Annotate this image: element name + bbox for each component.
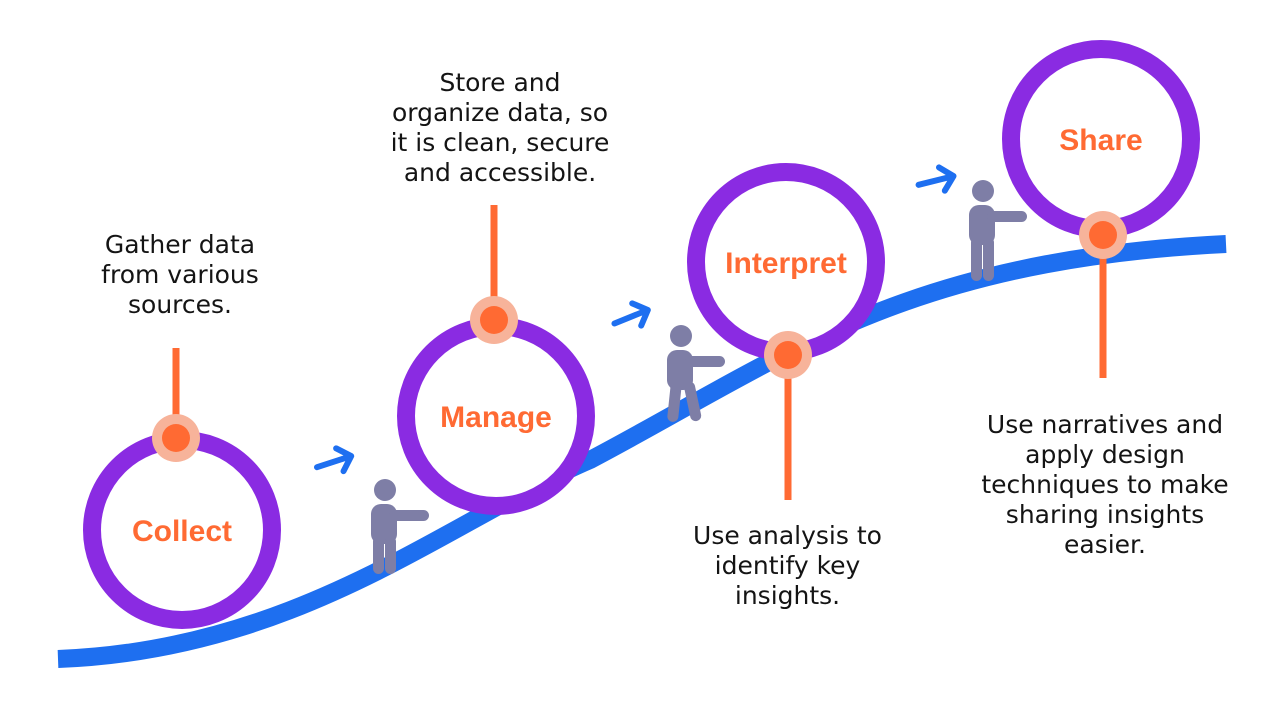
interpret-label: Interpret: [725, 247, 847, 280]
share-marker: [1079, 211, 1127, 259]
interpret-marker: [764, 331, 812, 379]
collect-marker: [152, 414, 200, 462]
manage-marker-dot: [480, 306, 508, 334]
stage-interpret: Interpret: [687, 163, 885, 361]
person-pointing-icon: [371, 479, 429, 574]
collect-marker-dot: [162, 424, 190, 452]
person-pointing-icon: [969, 180, 1027, 281]
share-description: Use narratives and apply design techniqu…: [981, 410, 1229, 559]
manage-label: Manage: [440, 401, 552, 434]
stage-share: Share: [1002, 40, 1200, 238]
collect-label: Collect: [132, 515, 232, 548]
arrow-right-icon: [313, 445, 355, 475]
collect-description: Gather data from various sources.: [101, 230, 259, 319]
share-marker-dot: [1089, 221, 1117, 249]
arrow-right-icon: [611, 300, 651, 329]
interpret-marker-dot: [774, 341, 802, 369]
stage-manage: Manage: [397, 317, 595, 515]
share-label: Share: [1059, 124, 1142, 157]
person-pointing-icon: [667, 325, 725, 422]
interpret-description: Use analysis to identify key insights.: [693, 521, 882, 610]
stage-collect: Collect: [83, 431, 281, 629]
arrow-right-icon: [915, 164, 957, 194]
manage-marker: [470, 296, 518, 344]
manage-description: Store and organize data, so it is clean,…: [390, 68, 610, 187]
